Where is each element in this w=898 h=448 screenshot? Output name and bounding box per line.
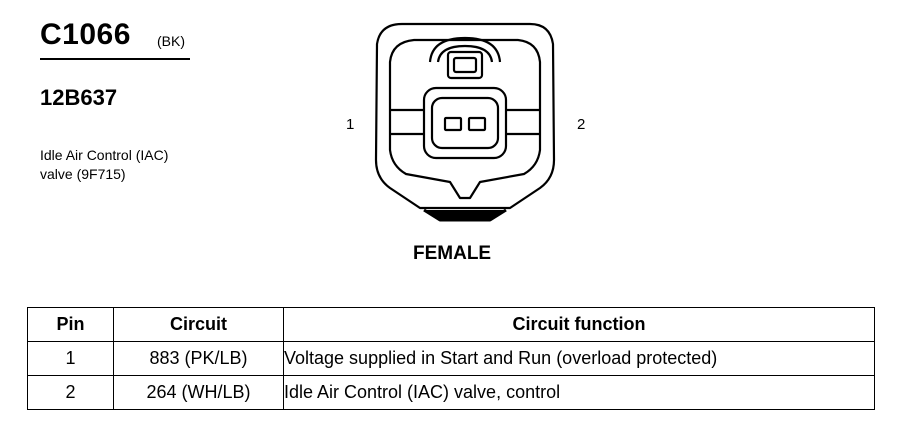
pin-1-label: 1 <box>346 116 355 133</box>
table-row: 1 883 (PK/LB) Voltage supplied in Start … <box>27 341 875 376</box>
component-description: Idle Air Control (IAC) valve (9F715) <box>40 146 168 184</box>
header-circuit: Circuit <box>113 307 284 342</box>
locking-tab-inner <box>436 44 494 63</box>
component-line-2: valve (9F715) <box>40 166 126 182</box>
terminal-cavity-inner <box>430 96 500 150</box>
cell-circuit-function: Voltage supplied in Start and Run (overl… <box>283 341 875 376</box>
gender-label: FEMALE <box>413 243 492 264</box>
connector-inner-housing <box>388 38 542 200</box>
connector-color: (BK) <box>157 33 185 49</box>
cell-circuit-function: Idle Air Control (IAC) valve, control <box>283 375 875 410</box>
pin-slot-2 <box>467 116 487 132</box>
locking-tab <box>428 36 502 63</box>
component-line-1: Idle Air Control (IAC) <box>40 147 169 163</box>
latch-inner <box>452 56 478 74</box>
pin-table: Pin Circuit Circuit function 1 883 (PK/L… <box>27 307 875 410</box>
side-guide-left <box>390 108 424 136</box>
title-underline <box>40 58 190 60</box>
connector-face-drawing <box>374 22 556 222</box>
header-circuit-function: Circuit function <box>283 307 875 342</box>
table-header-row: Pin Circuit Circuit function <box>27 307 875 342</box>
table-row: 2 264 (WH/LB) Idle Air Control (IAC) val… <box>27 375 875 410</box>
latch-outer <box>446 50 484 80</box>
header-pin: Pin <box>27 307 114 342</box>
bottom-notch <box>423 208 507 222</box>
connector-outer-housing <box>374 22 556 210</box>
cell-pin: 2 <box>27 375 114 410</box>
pin-slot-1 <box>443 116 463 132</box>
pin-2-label: 2 <box>577 116 586 133</box>
part-number: 12B637 <box>40 85 118 110</box>
cell-circuit: 264 (WH/LB) <box>113 375 284 410</box>
connector-id: C1066 <box>40 18 131 51</box>
cell-circuit: 883 (PK/LB) <box>113 341 284 376</box>
terminal-cavity-outer <box>422 86 508 160</box>
cell-pin: 1 <box>27 341 114 376</box>
side-guide-right <box>506 108 540 136</box>
